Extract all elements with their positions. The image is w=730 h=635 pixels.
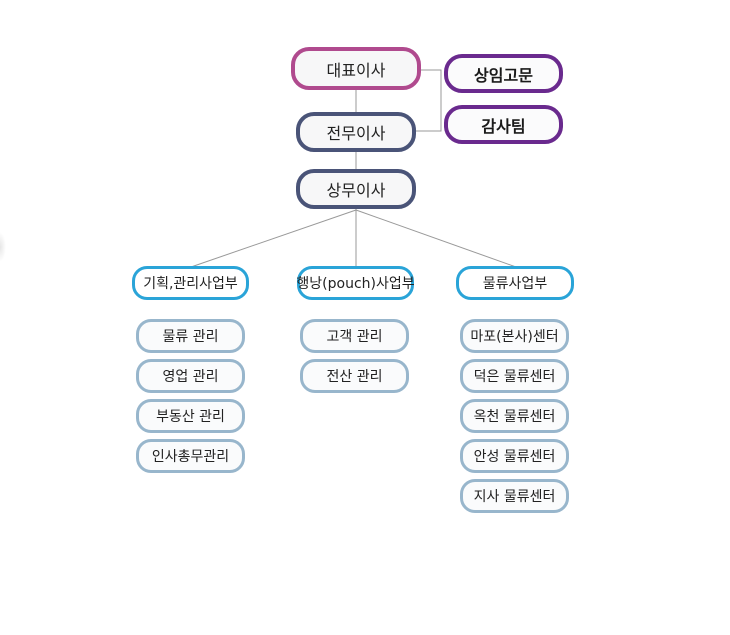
- item-label: 인사총무관리: [151, 449, 230, 465]
- list-item: 전산 관리: [300, 359, 409, 393]
- item-label: 물류 관리: [162, 329, 219, 345]
- list-item: 인사총무관리: [136, 439, 245, 473]
- list-item: 물류 관리: [136, 319, 245, 353]
- list-item: 고객 관리: [300, 319, 409, 353]
- item-label: 마포(본사)센터: [470, 329, 559, 345]
- ceo-box: 대표이사: [291, 47, 421, 90]
- managing-director-label: 상무이사: [326, 181, 386, 200]
- division-label: 행낭(pouch)사업부: [296, 276, 415, 292]
- division-planning: 기획,관리사업부: [132, 266, 249, 300]
- item-label: 덕은 물류센터: [473, 369, 556, 385]
- item-label: 안성 물류센터: [473, 449, 556, 465]
- item-label: 전산 관리: [326, 369, 383, 385]
- list-item: 영업 관리: [136, 359, 245, 393]
- item-label: 옥천 물류센터: [473, 409, 556, 425]
- item-label: 부동산 관리: [156, 409, 225, 425]
- list-item: 안성 물류센터: [460, 439, 569, 473]
- division-pouch: 행낭(pouch)사업부: [296, 266, 415, 300]
- division-label: 물류사업부: [482, 276, 548, 292]
- advisor-box: 상임고문: [444, 54, 563, 93]
- ceo-label: 대표이사: [326, 60, 386, 80]
- list-item: 지사 물류센터: [460, 479, 569, 513]
- item-label: 지사 물류센터: [473, 489, 556, 505]
- connector-to-division-3: [355, 209, 517, 268]
- list-item: 마포(본사)센터: [460, 319, 569, 353]
- list-item: 부동산 관리: [136, 399, 245, 433]
- division-logistics: 물류사업부: [456, 266, 574, 300]
- advisor-label: 상임고문: [474, 65, 533, 85]
- item-label: 영업 관리: [162, 369, 219, 385]
- item-label: 고객 관리: [326, 329, 383, 345]
- executive-director-label: 전무이사: [326, 124, 386, 143]
- connector-to-division-1: [190, 209, 357, 268]
- executive-director-box: 전무이사: [296, 112, 416, 152]
- audit-label: 감사팀: [481, 116, 526, 136]
- list-item: 옥천 물류센터: [460, 399, 569, 433]
- audit-box: 감사팀: [444, 105, 563, 144]
- page-edge-shadow: [0, 232, 6, 262]
- division-label: 기획,관리사업부: [143, 276, 238, 292]
- managing-director-box: 상무이사: [296, 169, 416, 209]
- list-item: 덕은 물류센터: [460, 359, 569, 393]
- connector-side-boxes: [415, 69, 442, 132]
